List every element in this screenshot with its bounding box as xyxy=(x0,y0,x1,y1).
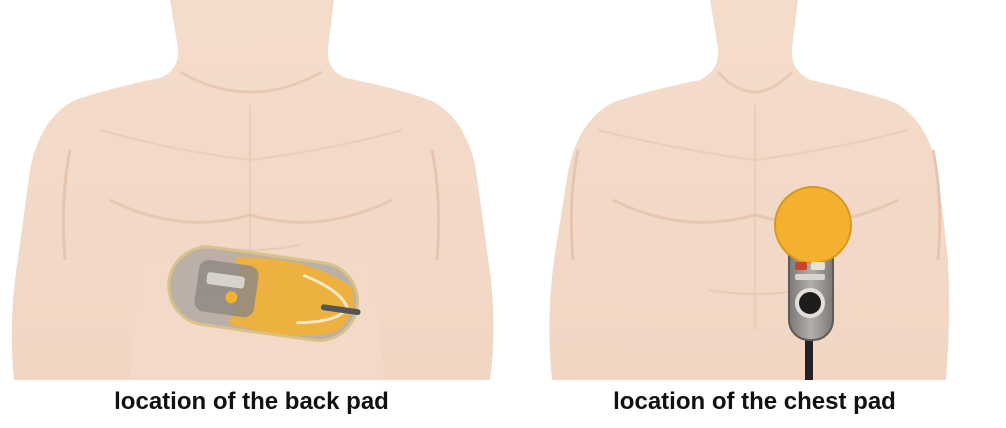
back-pad-torso-illustration xyxy=(0,0,503,380)
chest-pad-electrode xyxy=(775,187,851,263)
back-pad-caption: location of the back pad xyxy=(0,388,503,416)
chest-pad-caption: location of the chest pad xyxy=(503,388,1006,416)
back-pad-figure: location of the back pad xyxy=(0,0,503,428)
chest-pad-figure: location of the chest pad xyxy=(503,0,1006,428)
chest-pad-torso-illustration xyxy=(503,0,1006,380)
torso-shape xyxy=(549,0,949,380)
